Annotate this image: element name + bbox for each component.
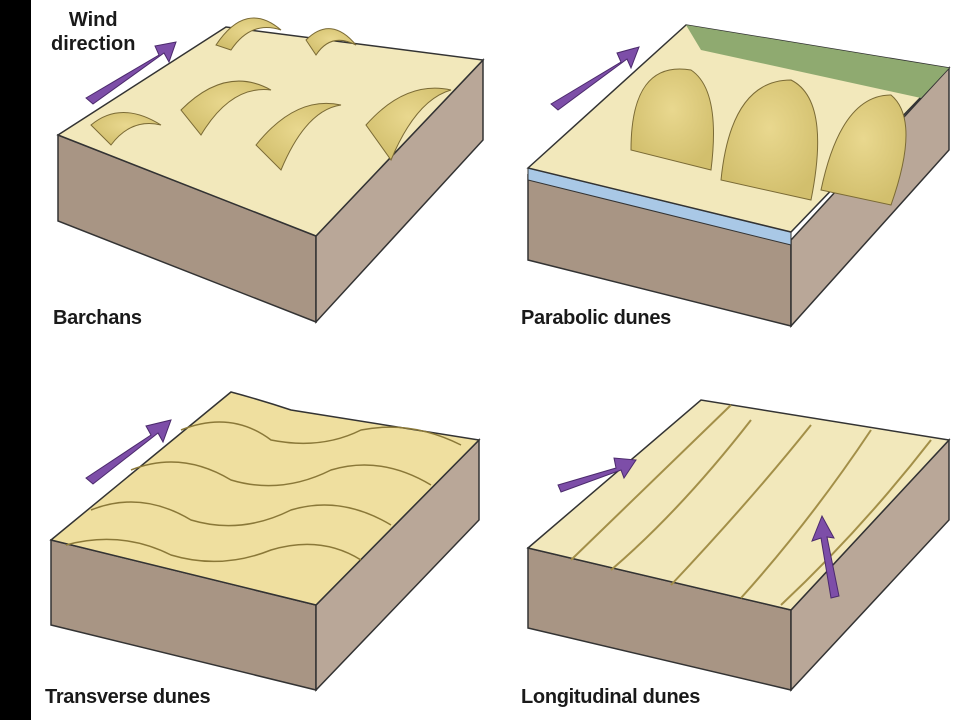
barchan-dune — [255, 102, 342, 171]
transverse-ridge — [130, 461, 432, 487]
wind-direction-legend: Wind direction — [51, 8, 135, 56]
panel-label-transverse: Transverse dunes — [45, 686, 211, 708]
transverse-ridges — [65, 421, 462, 563]
transverse-ridge — [180, 421, 462, 446]
longitudinal-ridges — [570, 404, 932, 606]
wind-arrow — [85, 41, 177, 105]
wind-arrow — [85, 419, 172, 485]
barchan-dune — [215, 17, 282, 51]
wind-arrow — [811, 514, 840, 599]
barchan-dune — [90, 112, 162, 146]
wind-arrow — [557, 457, 637, 493]
wind-legend-line2: direction — [51, 33, 136, 55]
longitudinal-ridge — [670, 424, 812, 586]
barchan-dune — [365, 87, 452, 162]
panel-longitudinal — [526, 399, 951, 692]
vegetation-area — [686, 25, 949, 98]
panel-barchans — [56, 17, 485, 324]
longitudinal-ridge — [740, 429, 872, 599]
barchan-dunes — [90, 17, 452, 171]
transverse-ridge — [90, 501, 392, 527]
wind-arrow — [550, 46, 640, 111]
panel-label-parabolic: Parabolic dunes — [521, 307, 671, 329]
parabolic-dunes — [630, 68, 907, 206]
barchan-dune — [305, 28, 357, 56]
panel-label-longitudinal: Longitudinal dunes — [521, 686, 701, 708]
parabolic-dune — [820, 94, 907, 206]
figure-canvas: Wind direction Barchans Parabolic dunes … — [31, 0, 960, 720]
parabolic-dune — [630, 68, 714, 171]
wind-legend-line1: Wind — [68, 9, 118, 31]
sand-surface — [526, 399, 951, 611]
longitudinal-ridge — [780, 439, 932, 606]
longitudinal-ridge — [570, 404, 732, 561]
panel-transverse — [49, 391, 481, 692]
dune-diagrams — [49, 17, 951, 692]
panel-label-barchans: Barchans — [53, 307, 142, 329]
barchan-dune — [180, 80, 272, 136]
parabolic-dune — [720, 79, 819, 201]
panel-parabolic — [526, 24, 951, 328]
transverse-ridge — [65, 538, 362, 563]
longitudinal-ridge — [610, 419, 752, 571]
